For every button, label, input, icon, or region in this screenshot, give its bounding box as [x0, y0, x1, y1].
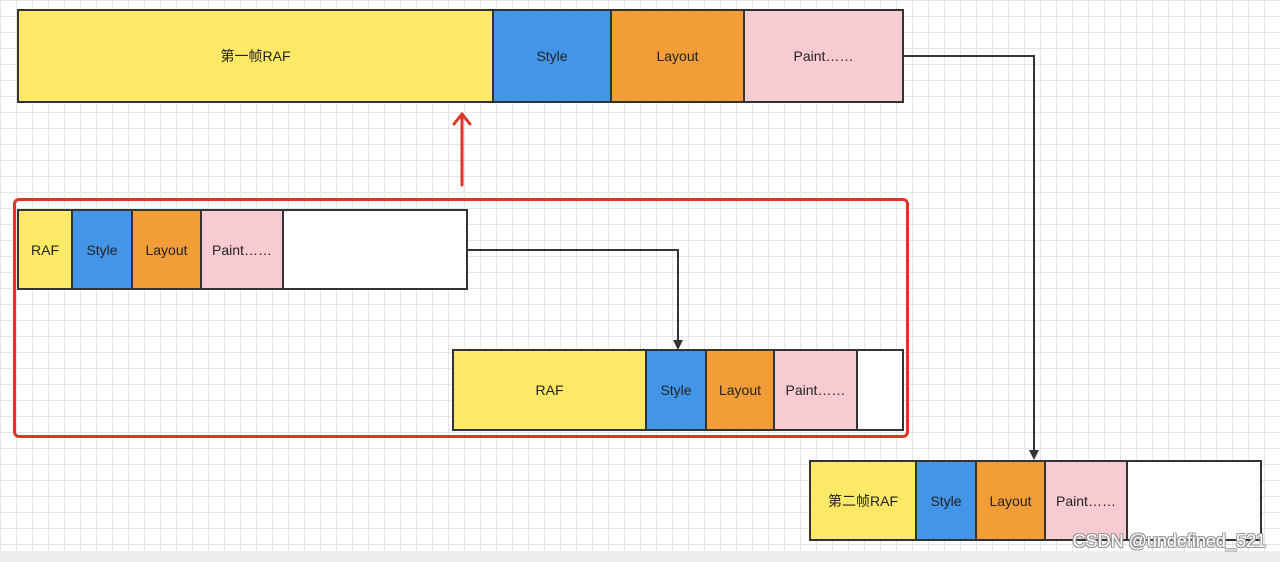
frame-1-style-block: Style	[494, 11, 612, 101]
sub-frame-b-paint-block: Paint……	[775, 351, 858, 429]
bottom-bar	[0, 551, 1280, 562]
frame-1-row: 第一帧RAF Style Layout Paint……	[17, 9, 904, 103]
watermark: CSDN @undefined_521	[1072, 531, 1266, 551]
frame-2-paint-block: Paint……	[1046, 462, 1128, 539]
sub-frame-a-idle-block	[284, 211, 466, 288]
frame-1-layout-block: Layout	[612, 11, 745, 101]
frame1-to-frame2-arrow	[904, 55, 1039, 460]
frame-2-row: 第二帧RAF Style Layout Paint……	[809, 460, 1262, 541]
frame-2-layout-block: Layout	[977, 462, 1046, 539]
frame-2-style-block: Style	[917, 462, 977, 539]
sub-frame-a-layout-block: Layout	[133, 211, 202, 288]
sub-frame-a-paint-block: Paint……	[202, 211, 284, 288]
sub-a-to-sub-b-arrow	[468, 249, 683, 350]
sub-frame-a-raf-block: RAF	[19, 211, 73, 288]
frame-2-idle-block	[1128, 462, 1260, 539]
sub-frame-a-row: RAF Style Layout Paint……	[17, 209, 468, 290]
sub-frame-b-idle-block	[858, 351, 902, 429]
sub-frame-b-style-block: Style	[647, 351, 707, 429]
sub-frame-b-raf-block: RAF	[454, 351, 647, 429]
red-up-arrow	[452, 112, 472, 187]
sub-frame-b-row: RAF Style Layout Paint……	[452, 349, 904, 431]
highlight-box	[13, 198, 909, 438]
frame-1-paint-block: Paint……	[745, 11, 902, 101]
sub-frame-b-layout-block: Layout	[707, 351, 775, 429]
sub-frame-a-style-block: Style	[73, 211, 133, 288]
frame-2-raf-block: 第二帧RAF	[811, 462, 917, 539]
frame-1-raf-block: 第一帧RAF	[19, 11, 494, 101]
